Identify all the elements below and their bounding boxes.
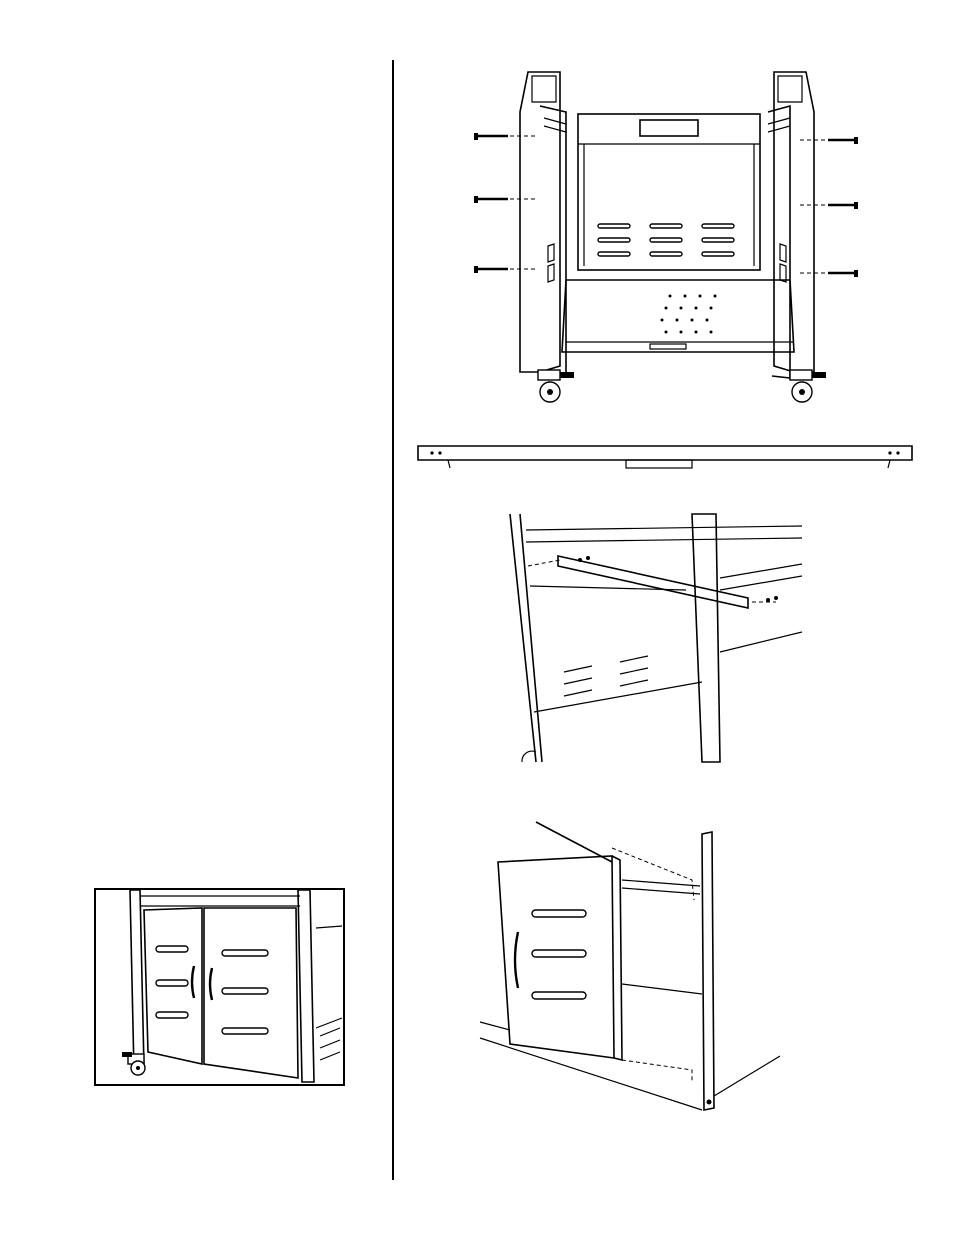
- screw-left-top: [474, 133, 536, 140]
- cross-brace-bar-diagram: [416, 442, 916, 482]
- screw-left-middle: [474, 196, 536, 203]
- right-leg: [768, 72, 814, 378]
- cart-frame-diagram: [470, 66, 870, 406]
- screw-right-top: [800, 137, 858, 144]
- bottom-shelf: [562, 280, 794, 352]
- shelf-hole-grid: [661, 295, 717, 334]
- screw-left-bottom: [474, 266, 536, 273]
- caster-left: [538, 370, 574, 402]
- page-column-divider: [392, 60, 394, 1180]
- brace-panel-vents: [564, 656, 648, 696]
- door-hinge-install-diagram: [476, 820, 796, 1120]
- back-panel: [578, 114, 760, 270]
- screw-right-middle: [800, 202, 858, 209]
- cabinet-frame: [480, 832, 780, 1110]
- cross-brace: [528, 556, 778, 608]
- finished-cart-inset: [94, 888, 346, 1088]
- screw-right-bottom: [800, 270, 858, 277]
- caster-right: [790, 370, 826, 402]
- cross-brace-install-diagram: [506, 512, 806, 764]
- panel-vent-slots: [598, 224, 734, 256]
- cabinet-door: [498, 856, 622, 1060]
- left-leg: [520, 72, 566, 378]
